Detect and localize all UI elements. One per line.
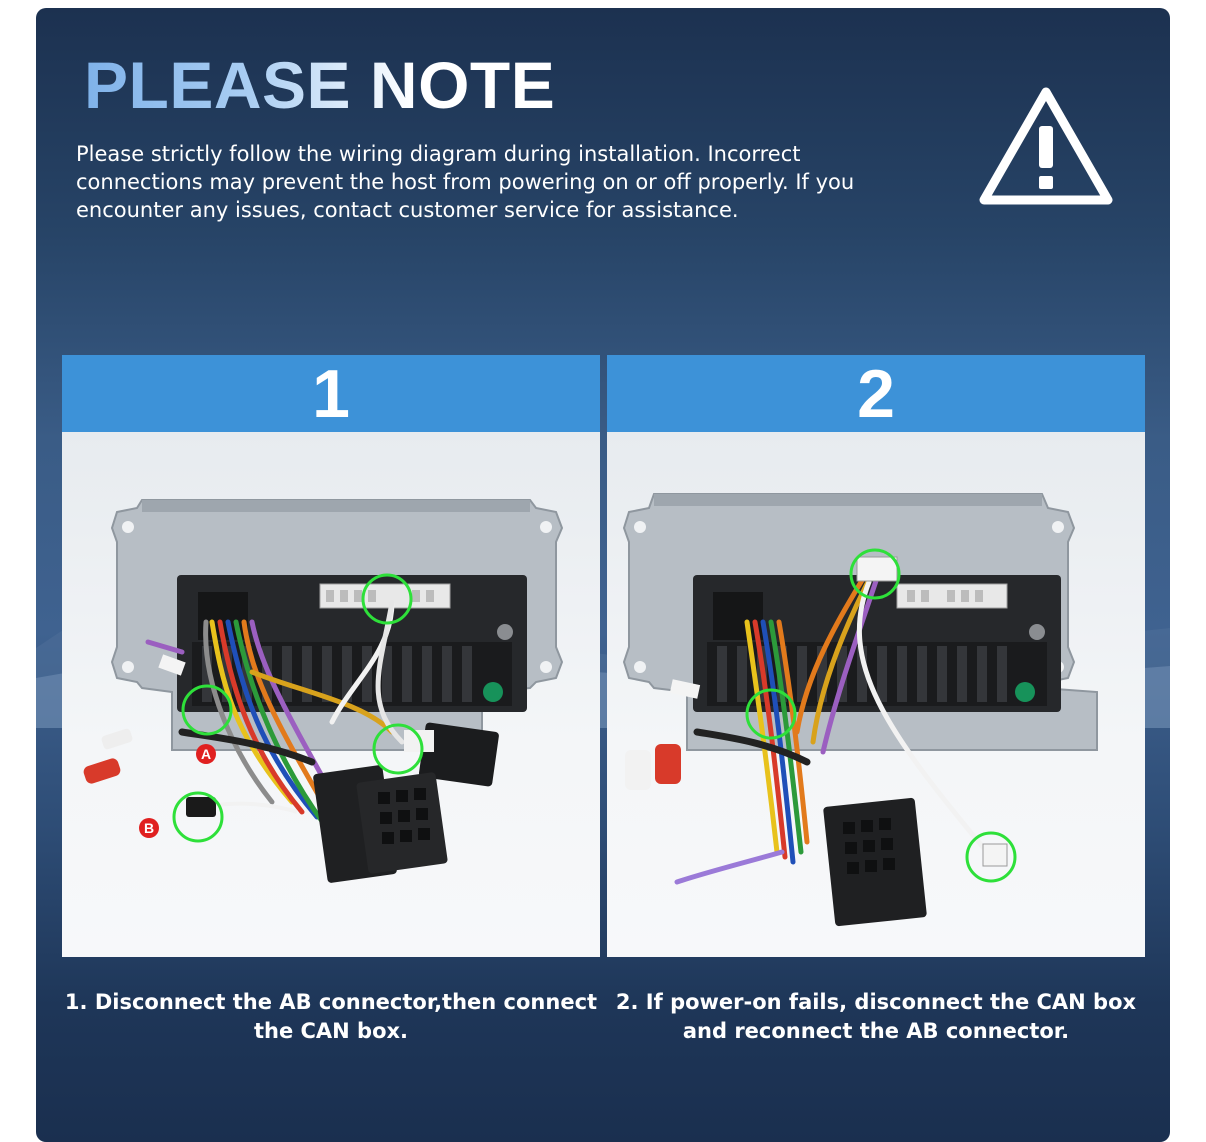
step-2-number: 2: [857, 355, 895, 432]
warning-description: Please strictly follow the wiring diagra…: [76, 142, 855, 222]
step-2-photo: [607, 432, 1145, 957]
marker-a-label: A: [200, 746, 212, 762]
step-1-header: 1: [62, 355, 600, 432]
step-2-panel: 2: [607, 355, 1145, 957]
marker-b-label: B: [143, 820, 155, 836]
step-2-caption: 2. If power-on fails, disconnect the CAN…: [615, 990, 1137, 1043]
notice-card: PLEASE NOTE Please strictly follow the w…: [36, 8, 1170, 1142]
step-1-panel: 1: [62, 355, 600, 957]
page-title: PLEASE NOTE: [84, 48, 556, 122]
step-2-header: 2: [607, 355, 1145, 432]
step-1-number: 1: [312, 355, 350, 432]
step-1-photo: A B: [62, 432, 600, 957]
step-1-caption: 1. Disconnect the AB connector,then conn…: [64, 990, 598, 1043]
marker-a: A: [196, 744, 216, 764]
marker-b: B: [139, 818, 159, 838]
warning-triangle-icon: [979, 87, 1113, 205]
